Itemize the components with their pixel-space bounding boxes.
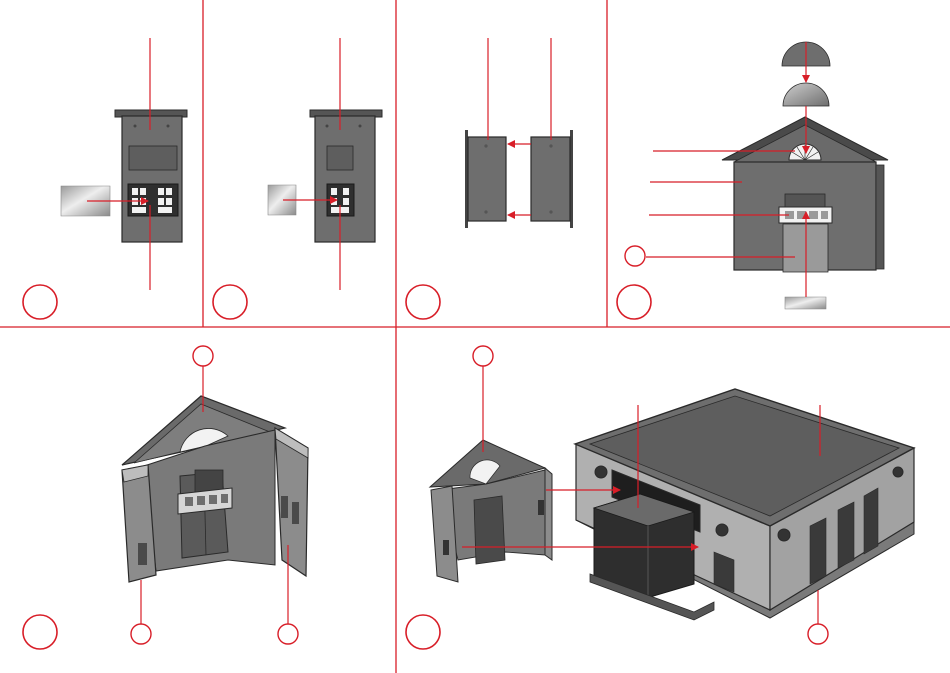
window-frame-part bbox=[128, 184, 178, 216]
left-wall-panel-part bbox=[465, 130, 506, 228]
step-number-circle bbox=[617, 285, 651, 319]
callout-circle bbox=[625, 246, 645, 266]
main-building-assembled bbox=[575, 389, 914, 620]
step-2-panel bbox=[213, 38, 382, 319]
step-number-circle bbox=[406, 615, 440, 649]
entrance-module-small bbox=[430, 440, 552, 582]
callout-circle bbox=[278, 624, 298, 644]
dome-glazing-tinted bbox=[783, 83, 829, 106]
callout-circle bbox=[131, 624, 151, 644]
step-3-panel bbox=[406, 38, 573, 319]
step-1-panel bbox=[23, 38, 187, 319]
step-5-panel bbox=[23, 346, 308, 649]
entrance-module-assembled bbox=[122, 396, 308, 582]
door-glazing-part bbox=[785, 297, 826, 309]
step-number-circle bbox=[406, 285, 440, 319]
step-number-circle bbox=[23, 285, 57, 319]
step-4-panel bbox=[617, 42, 888, 319]
front-wall-part bbox=[115, 110, 187, 242]
right-wall-panel-part bbox=[531, 130, 573, 228]
step-number-circle bbox=[213, 285, 247, 319]
callout-circle bbox=[473, 346, 493, 366]
callout-circle bbox=[808, 624, 828, 644]
callout-circle bbox=[193, 346, 213, 366]
step-number-circle bbox=[23, 615, 57, 649]
step-6-panel bbox=[406, 346, 914, 649]
rear-wall-part bbox=[310, 110, 382, 242]
